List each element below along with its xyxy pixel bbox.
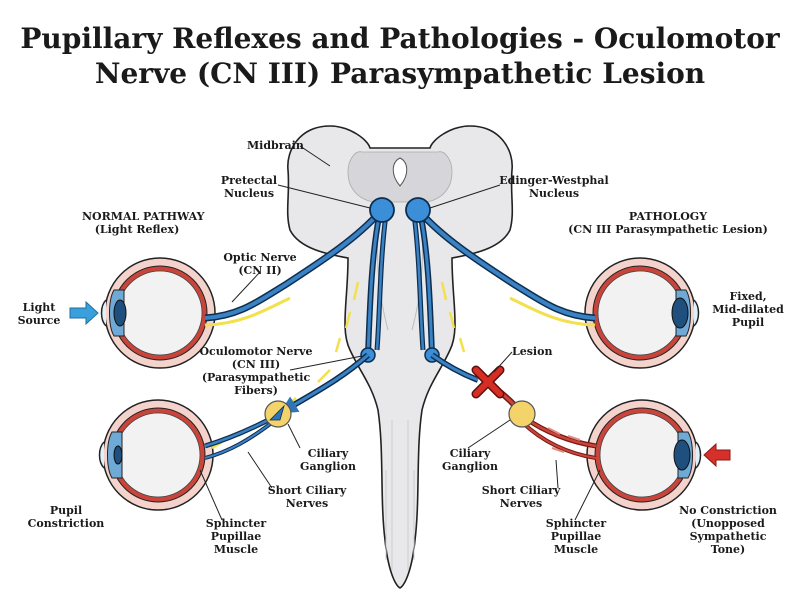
label-lesion: Lesion: [512, 345, 553, 358]
label-pathology: PATHOLOGY(CN III Parasympathetic Lesion): [568, 210, 768, 236]
lesion-x-icon: [471, 365, 505, 399]
light-arrow-icon: [69, 300, 99, 326]
label-optic-nerve: Optic Nerve(CN II): [223, 251, 297, 277]
label-midbrain: Midbrain: [247, 139, 304, 152]
ciliary-ganglion-right: [508, 400, 536, 428]
midbrain-shape: [286, 125, 514, 589]
pretectal-nucleus: [369, 197, 395, 223]
optic-nerve-left: [204, 209, 383, 327]
red-flow-arrows: [547, 427, 581, 453]
cn3-right-vertical: [411, 211, 435, 356]
left-bottom-eye: [98, 399, 214, 511]
title-line-1: Pupillary Reflexes and Pathologies - Ocu…: [20, 22, 780, 55]
incoming-arrow-icon: [703, 442, 731, 468]
label-oculomotor-nerve: Oculomotor Nerve(CN III)(Parasympathetic…: [199, 345, 313, 397]
optic-nerve-right: [417, 209, 596, 327]
label-normal-pathway: NORMAL PATHWAY(Light Reflex): [82, 210, 205, 236]
left-top-eye: [100, 257, 216, 369]
leader-lines: [199, 145, 601, 521]
left-ganglion-arrow-icon: [269, 404, 285, 421]
right-top-eye: [584, 257, 700, 369]
cn3-left-vertical: [365, 211, 389, 356]
title-line-2: Nerve (CN III) Parasympathetic Lesion: [94, 57, 706, 90]
right-bottom-eye: [586, 399, 702, 511]
edinger-westphal-nucleus: [405, 197, 431, 223]
